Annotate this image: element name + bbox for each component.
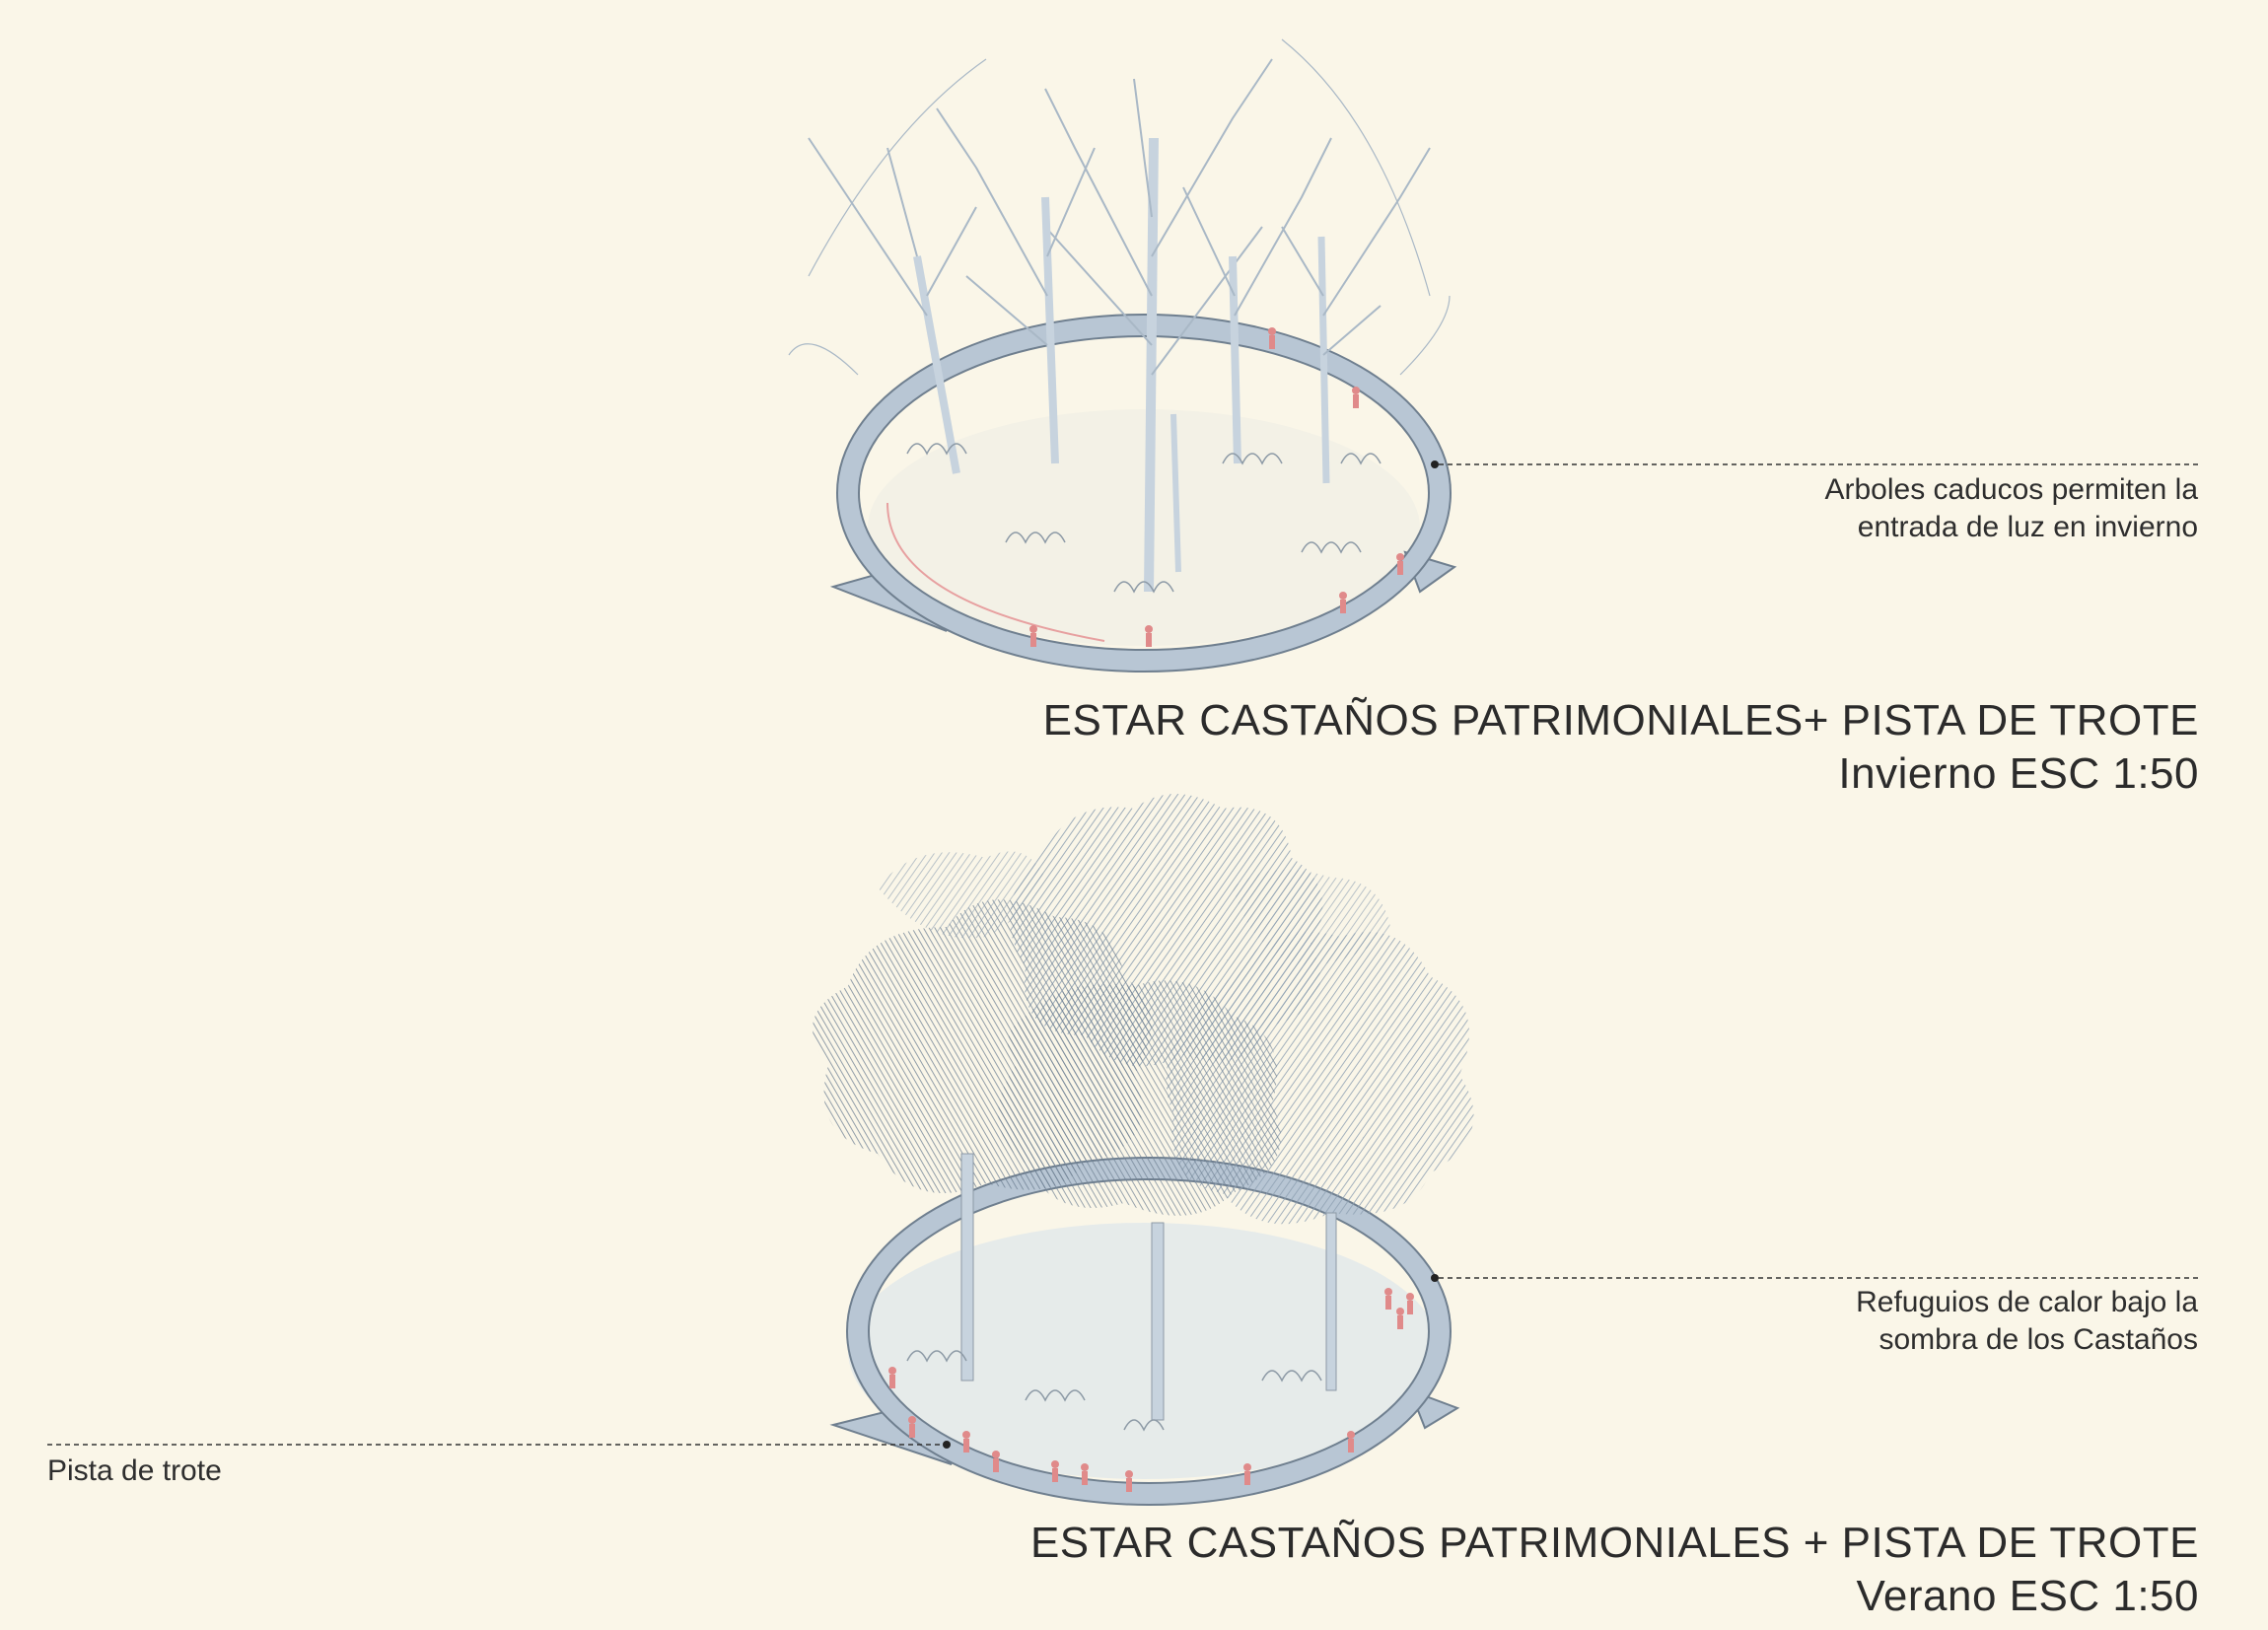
winter-bare-trees	[788, 38, 1451, 593]
tree-canopy-icon	[1233, 870, 1390, 966]
winter-track-outer-edge	[836, 314, 1452, 673]
winter-jogging-lane	[886, 502, 1105, 642]
person-figure-icon	[1029, 625, 1037, 647]
winter-title-line1: ESTAR CASTAÑOS PATRIMONIALES+ PISTA DE T…	[1042, 696, 2199, 744]
winter-ground	[868, 409, 1420, 646]
summer-title-line2: Verano ESC 1:50	[1856, 1572, 2199, 1620]
summer-trunks	[960, 1153, 1337, 1421]
deciduous-tree-icon	[808, 137, 977, 474]
jogging-track-annotation: Pista de trote	[47, 1454, 222, 1487]
person-figure-icon	[1396, 1308, 1404, 1329]
person-figure-icon	[1384, 1288, 1392, 1310]
tree-canopy-icon	[878, 851, 1045, 939]
summer-ground	[848, 1223, 1440, 1479]
person-figure-icon	[1081, 1463, 1089, 1485]
person-figure-icon	[1145, 625, 1153, 647]
winter-shrubs	[906, 443, 1382, 594]
summer-people	[888, 1288, 1414, 1492]
winter-people	[1029, 327, 1404, 647]
deciduous-tree-icon	[1182, 137, 1332, 464]
summer-title-line1: ESTAR CASTAÑOS PATRIMONIALES + PISTA DE …	[1029, 1519, 2199, 1567]
winter-title: ESTAR CASTAÑOS PATRIMONIALES+ PISTA DE T…	[1043, 694, 2199, 801]
person-figure-icon	[1352, 387, 1360, 408]
summer-title: ESTAR CASTAÑOS PATRIMONIALES + PISTA DE …	[1030, 1517, 2199, 1623]
summer-annotation-line2: sombra de los Castaños	[1878, 1323, 2199, 1356]
summer-annotation-dot	[1431, 1274, 1439, 1282]
summer-annotation-line1: Refuguios de calor bajo la	[1856, 1286, 2198, 1318]
winter-annotation-dot	[1431, 461, 1439, 468]
summer-annotation: Refuguios de calor bajo la sombra de los…	[1856, 1284, 2198, 1359]
deciduous-tree-icon	[936, 107, 1096, 464]
summer-canopy	[813, 794, 1474, 1225]
person-figure-icon	[908, 1416, 916, 1438]
deciduous-tree-icon	[1170, 413, 1181, 573]
person-figure-icon	[1268, 327, 1276, 349]
winter-annotation-line1: Arboles caducos permiten la	[1824, 473, 2198, 506]
person-figure-icon	[962, 1431, 970, 1453]
deciduous-tree-icon	[1281, 147, 1431, 484]
summer-shrubs	[906, 1350, 1322, 1432]
person-figure-icon	[1051, 1460, 1059, 1482]
person-figure-icon	[1243, 1463, 1251, 1485]
winter-oval-track	[837, 315, 1451, 672]
person-figure-icon	[1125, 1470, 1133, 1492]
tree-canopy-icon	[998, 980, 1281, 1216]
winter-annotation: Arboles caducos permiten la entrada de l…	[1824, 471, 2198, 546]
person-figure-icon	[1396, 553, 1404, 575]
winter-annotation-line2: entrada de luz en invierno	[1857, 511, 2198, 543]
summer-scene	[47, 794, 2199, 1506]
person-figure-icon	[1347, 1431, 1355, 1453]
person-figure-icon	[1406, 1293, 1414, 1314]
person-figure-icon	[888, 1367, 896, 1388]
person-figure-icon	[992, 1451, 1000, 1472]
winter-title-line2: Invierno ESC 1:50	[1838, 749, 2199, 798]
winter-scene	[788, 38, 2199, 673]
deciduous-tree-icon	[1044, 58, 1273, 593]
person-figure-icon	[1339, 592, 1347, 613]
jogging-track-annotation-dot	[943, 1441, 951, 1449]
